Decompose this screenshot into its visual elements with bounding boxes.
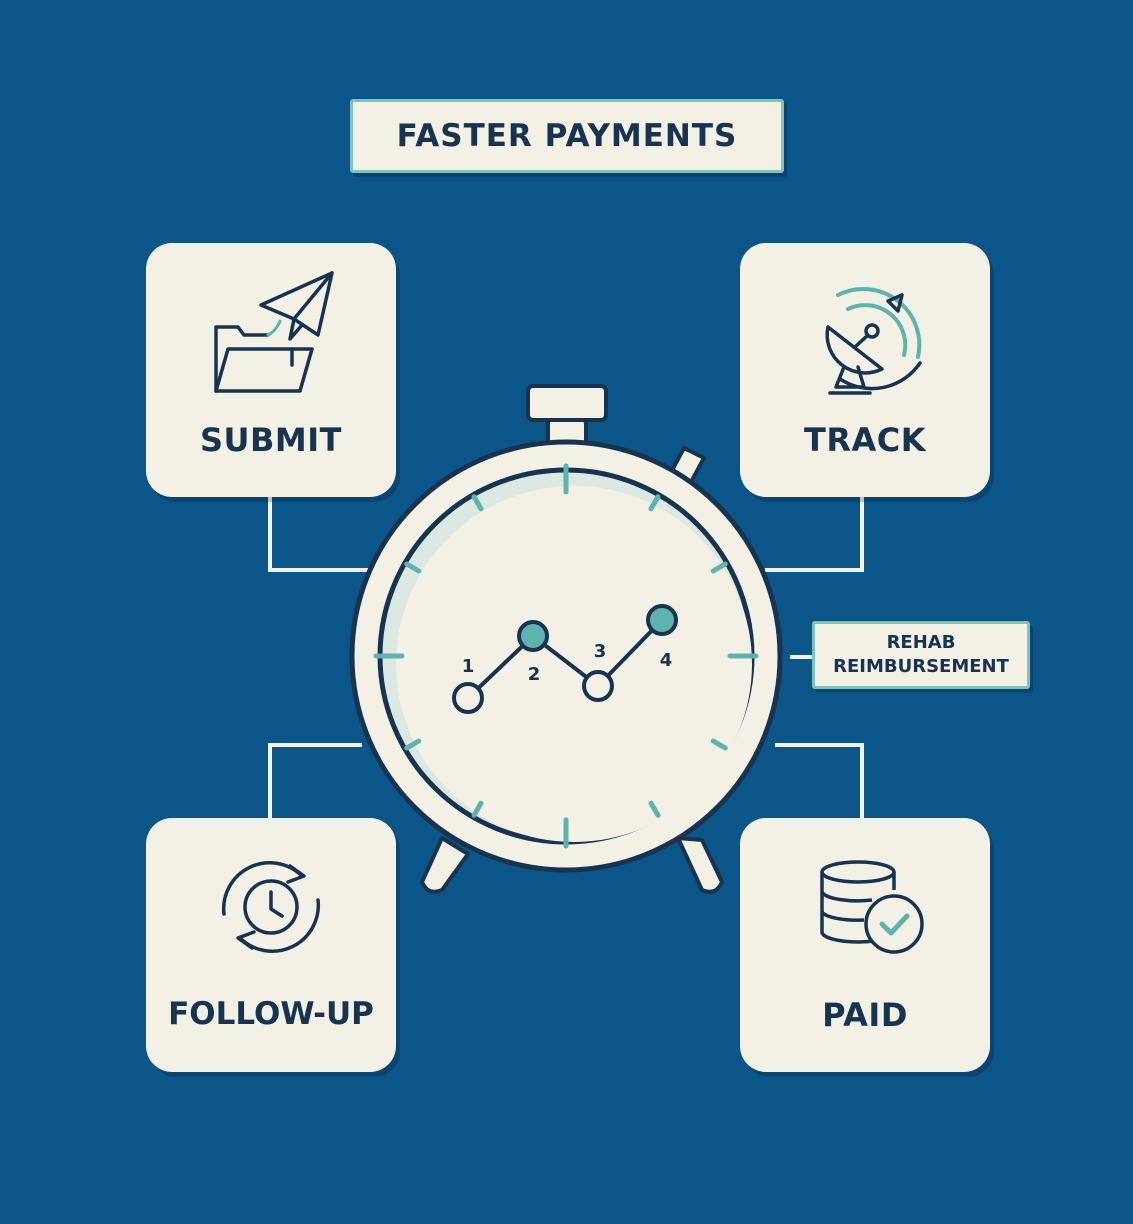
callout-line-2: REIMBURSEMENT <box>833 656 1009 677</box>
stopwatch: 1 2 3 4 <box>349 384 783 894</box>
clock-tick <box>710 561 728 574</box>
connector-submit <box>268 497 370 572</box>
satellite-dish-icon <box>825 286 922 395</box>
timeline-point-4 <box>646 604 678 636</box>
clock-tick <box>404 738 422 751</box>
timeline-label-3: 3 <box>594 641 607 662</box>
step-card-submit: SUBMIT <box>146 243 396 497</box>
connector-followup <box>268 743 362 818</box>
connector-track <box>765 497 864 572</box>
timeline-point-3 <box>582 670 614 702</box>
step-label-paid: PAID <box>822 996 908 1034</box>
timeline-label-4: 4 <box>660 650 673 671</box>
timeline-point-1 <box>452 682 484 714</box>
clock-tick <box>471 800 484 818</box>
rehab-reimbursement-callout: REHAB REIMBURSEMENT <box>812 621 1030 689</box>
step-label-submit: SUBMIT <box>200 421 342 459</box>
coins-check-icon <box>820 860 924 954</box>
timeline-label-1: 1 <box>462 656 475 677</box>
callout-line-1: REHAB <box>886 632 956 653</box>
connector-paid <box>775 743 864 818</box>
step-card-track: TRACK <box>740 243 990 497</box>
clock-tick <box>648 800 661 818</box>
clock-tick <box>710 738 728 751</box>
step-label-track: TRACK <box>803 421 926 459</box>
timeline-point-2 <box>517 620 549 652</box>
timeline-label-2: 2 <box>528 664 541 685</box>
folder-paper-plane-icon <box>214 271 334 393</box>
stopwatch-legs <box>420 836 724 894</box>
step-card-paid: PAID <box>740 818 990 1072</box>
step-card-followup: FOLLOW-UP <box>146 818 396 1072</box>
clock-refresh-icon <box>221 861 321 953</box>
clock-tick <box>648 494 661 512</box>
clock-tick <box>471 494 484 512</box>
page-title: FASTER PAYMENTS <box>350 99 784 173</box>
clock-tick <box>404 561 422 574</box>
stopwatch-crown <box>526 384 707 487</box>
clock-ticks <box>373 463 759 849</box>
step-label-followup: FOLLOW-UP <box>168 996 374 1032</box>
